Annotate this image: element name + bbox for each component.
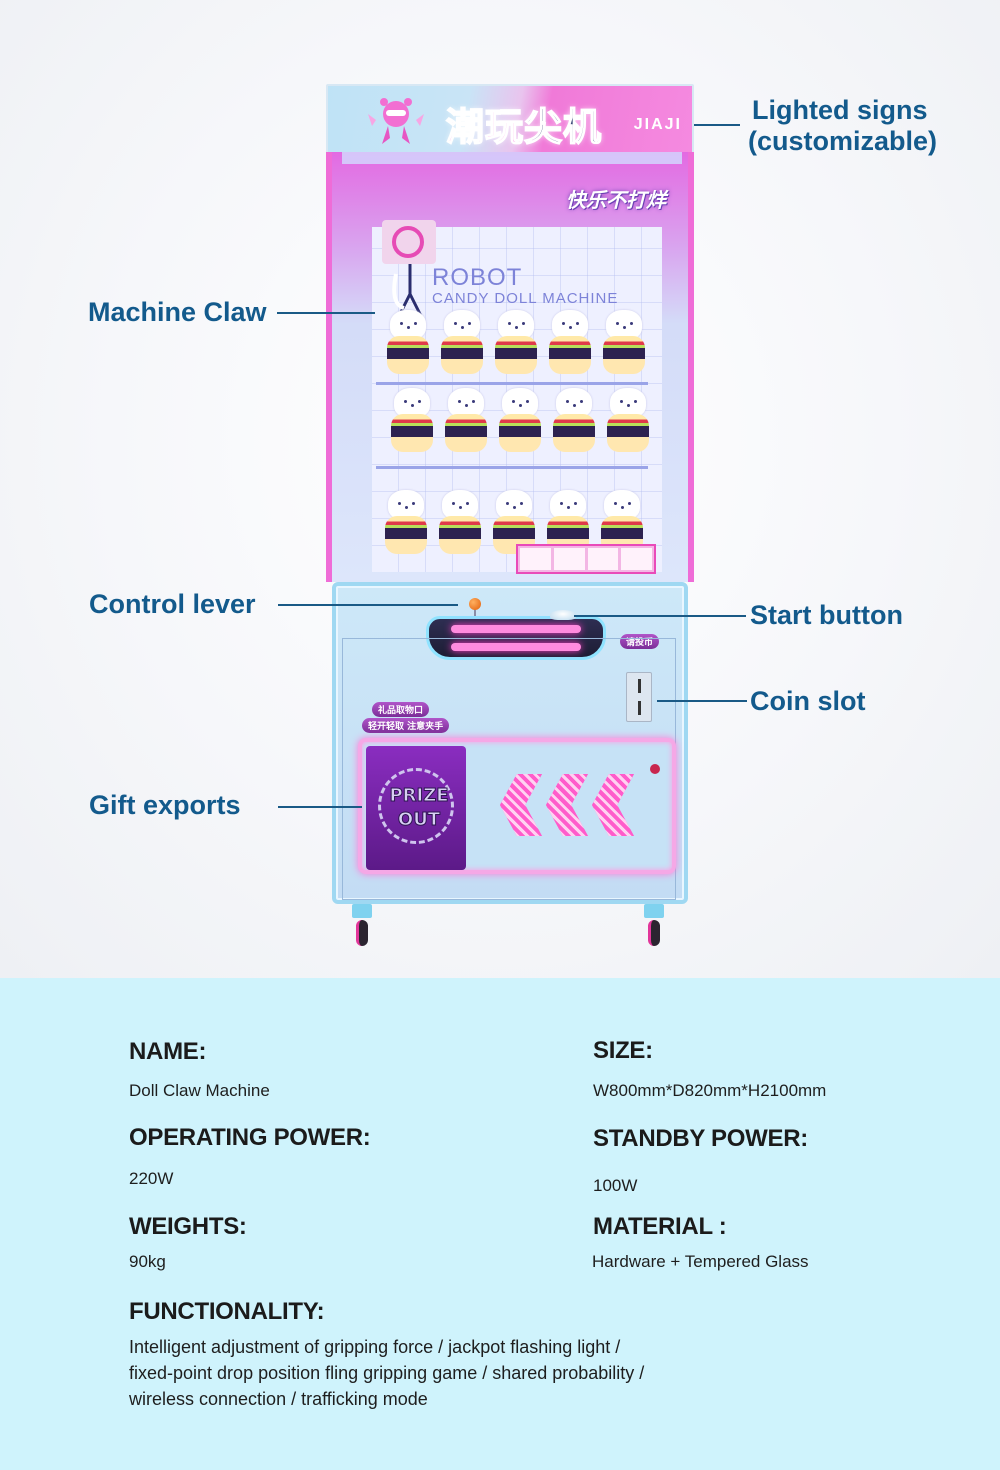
callout-line-coin-slot: [657, 700, 747, 702]
coin-slot-mechanism: [626, 672, 652, 722]
claw-machine-image: 潮玩尖机 JIAJI 快乐不打烊 ROBOT CANDY DOLL MACHIN…: [326, 84, 694, 948]
start-button-cap: [550, 610, 576, 620]
arrow-left-icon: [592, 774, 634, 836]
prize-door: PRIZE OUT: [366, 746, 466, 870]
shelf: [376, 466, 648, 469]
plush-row-top: [384, 310, 648, 376]
control-console: 请投币 礼品取物口 轻开轻取 注意夹手 PRIZE OUT: [332, 582, 688, 904]
spec-functionality-label: FUNCTIONALITY:: [129, 1298, 325, 1325]
callout-machine-claw: Machine Claw: [88, 297, 267, 327]
robot-mascot-icon: [368, 98, 424, 144]
prize-logo-line1: PRIZE: [389, 785, 449, 807]
insert-coin-tag: 请投币: [620, 634, 660, 649]
prize-out-box: PRIZE OUT: [358, 738, 676, 874]
plush-toy: [604, 388, 652, 454]
functionality-line-3: wireless connection / trafficking mode: [129, 1389, 428, 1409]
plush-toy: [546, 310, 594, 376]
callout-lighted-signs-2: (customizable): [748, 126, 938, 156]
arrow-left-icon: [500, 774, 542, 836]
spec-name-value: Doll Claw Machine: [129, 1081, 270, 1100]
sign-title-pink: 潮玩: [445, 104, 525, 150]
plush-toy: [442, 388, 490, 454]
plush-toy: [384, 310, 432, 376]
arrow-left-icon: [546, 774, 588, 836]
callout-control-lever: Control lever: [89, 589, 256, 619]
spec-section: [0, 978, 1000, 1470]
instruction-panel: [516, 544, 656, 574]
prize-tag-1: 礼品取物口: [372, 702, 430, 717]
spec-functionality-value: Intelligent adjustment of gripping force…: [129, 1334, 749, 1412]
display-cabinet: 快乐不打烊 ROBOT CANDY DOLL MACHINE: [326, 152, 694, 582]
callout-lighted-signs-1: Lighted signs: [752, 95, 928, 125]
caster-wheel: [644, 904, 664, 948]
plush-toy: [550, 388, 598, 454]
neon-strip: [451, 643, 581, 651]
neon-strip: [451, 625, 581, 633]
callout-coin-slot: Coin slot: [750, 686, 866, 716]
plush-toy: [496, 388, 544, 454]
callout-line-machine-claw: [277, 312, 375, 314]
glass-brand-line2: CANDY DOLL MACHINE: [432, 290, 619, 307]
plush-toy: [388, 388, 436, 454]
brand-logo-icon: [392, 226, 424, 258]
lock-icon: [650, 764, 660, 774]
sign-subtitle: JIAJI: [633, 116, 682, 133]
spec-size-value: W800mm*D820mm*H2100mm: [593, 1081, 827, 1100]
spec-name-label: NAME:: [129, 1038, 207, 1065]
plush-toy: [382, 490, 430, 556]
callout-gift-exports: Gift exports: [89, 790, 241, 820]
prize-tag-2: 轻开轻取 注意夹手: [362, 718, 450, 733]
callout-line-start-button: [574, 615, 746, 617]
prize-out-logo: PRIZE OUT: [378, 768, 454, 844]
plush-row-middle: [388, 388, 652, 454]
spec-standby-power-label: STANDBY POWER:: [593, 1125, 808, 1152]
sign-title: 潮玩尖机: [445, 96, 603, 151]
spec-standby-power-value: 100W: [593, 1176, 638, 1195]
plush-toy: [436, 490, 484, 556]
plush-toy: [600, 310, 648, 376]
light-bar: [342, 152, 682, 164]
spec-material-label: MATERIAL :: [593, 1213, 727, 1240]
callout-line-lighted-signs: [694, 124, 740, 126]
sign-title-dark: 尖机: [523, 104, 603, 150]
spec-material-value: Hardware + Tempered Glass: [592, 1252, 809, 1271]
neon-arrows: [500, 774, 634, 836]
cabinet-slogan: 快乐不打烊: [566, 188, 666, 212]
callout-line-gift-exports: [278, 806, 362, 808]
caster-wheel: [352, 904, 372, 948]
glass-brand-line1: ROBOT: [432, 264, 523, 291]
prize-logo-line2: OUT: [397, 809, 441, 831]
functionality-line-2: fixed-point drop position fling gripping…: [129, 1363, 645, 1383]
shelf: [376, 382, 648, 385]
joystick-stick: [474, 608, 476, 620]
spec-weights-value: 90kg: [129, 1252, 166, 1271]
spec-size-label: SIZE:: [593, 1037, 653, 1064]
control-lever-knob: [469, 598, 481, 610]
callout-start-button: Start button: [750, 600, 903, 630]
plush-toy: [438, 310, 486, 376]
spec-operating-power-value: 220W: [129, 1169, 174, 1188]
lighted-sign: 潮玩尖机 JIAJI: [326, 84, 694, 154]
functionality-line-1: Intelligent adjustment of gripping force…: [129, 1337, 621, 1357]
callout-line-control-lever: [278, 604, 458, 606]
spec-operating-power-label: OPERATING POWER:: [129, 1124, 371, 1151]
claw-carriage: [382, 220, 436, 264]
spec-weights-label: WEIGHTS:: [129, 1213, 247, 1240]
plush-toy: [492, 310, 540, 376]
